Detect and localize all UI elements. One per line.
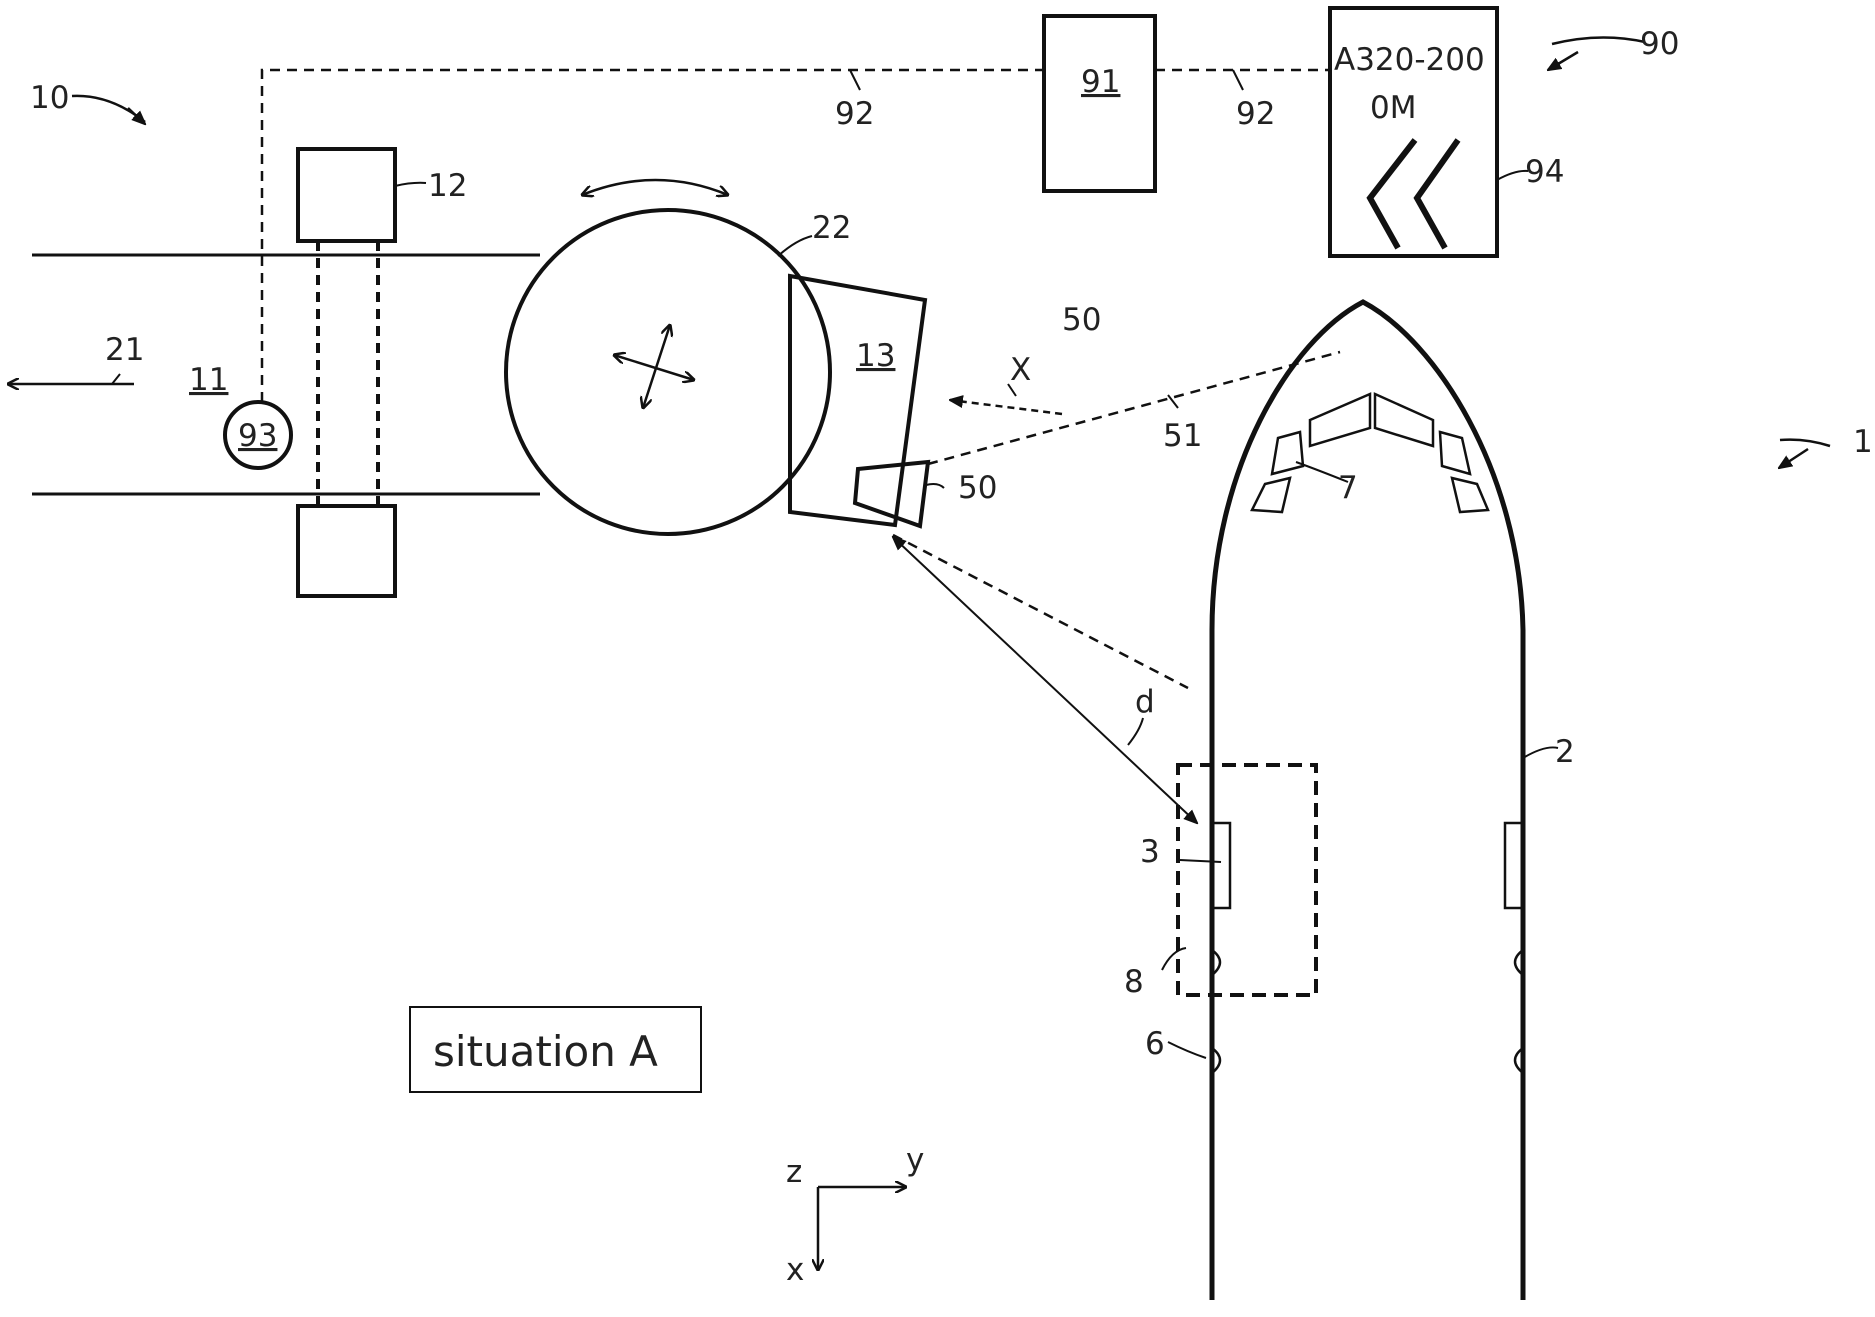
label-10: 10 <box>30 80 69 116</box>
label-12: 12 <box>428 168 467 204</box>
cockpit-window-center-left <box>1310 394 1370 446</box>
label-8: 8 <box>1124 964 1144 1000</box>
label-50-top: 50 <box>1062 302 1101 338</box>
label-d: d <box>1135 684 1155 720</box>
leader-2 <box>1523 747 1558 758</box>
label-3: 3 <box>1140 834 1160 870</box>
leader-6 <box>1168 1042 1206 1058</box>
leader-90-tail <box>1552 37 1645 44</box>
leader-21 <box>112 374 120 384</box>
label-93: 93 <box>238 418 277 454</box>
leader-1-tail <box>1780 440 1830 446</box>
label-11: 11 <box>189 362 228 398</box>
leader-10-tail <box>72 96 145 122</box>
door-right <box>1505 823 1522 908</box>
sensor-ray-lower <box>893 535 1188 688</box>
axis-y-label: y <box>906 1142 924 1178</box>
situation-label: situation A <box>433 1027 658 1076</box>
cockpit-window-left-2 <box>1252 478 1290 512</box>
aircraft <box>1162 302 1830 1300</box>
label-90: 90 <box>1640 26 1679 62</box>
leader-12 <box>395 183 426 186</box>
cockpit-window-right-2 <box>1452 478 1488 512</box>
boarding-bridge <box>8 149 928 596</box>
label-22: 22 <box>812 210 851 246</box>
label-1: 1 <box>1853 424 1873 460</box>
door-left <box>1213 823 1230 908</box>
leader-10-arrow <box>128 108 145 124</box>
label-51: 51 <box>1163 418 1202 454</box>
leader-d <box>1128 718 1143 745</box>
label-94: 94 <box>1525 154 1564 190</box>
axis-z-label: z <box>786 1154 802 1190</box>
fuselage-outline <box>1212 302 1523 1300</box>
direction-x-arrow <box>950 400 1062 414</box>
label-92-left: 92 <box>835 96 874 132</box>
leader-22 <box>778 236 812 256</box>
rotation-arrow <box>582 180 728 195</box>
cockpit-window-right-1 <box>1440 432 1470 474</box>
label-21: 21 <box>105 332 144 368</box>
leader-3 <box>1180 860 1221 862</box>
label-6: 6 <box>1145 1026 1165 1062</box>
label-92-right: 92 <box>1236 96 1275 132</box>
display-line-2: 0M <box>1370 90 1416 126</box>
support-column-bottom <box>298 506 395 596</box>
leader-90-arrow <box>1548 52 1578 70</box>
leader-92-right <box>1233 70 1243 90</box>
leader-92-left <box>850 70 860 90</box>
cockpit-window-left-1 <box>1272 432 1303 474</box>
sensor-unit <box>855 462 928 526</box>
support-column-top <box>298 149 395 241</box>
label-2: 2 <box>1555 734 1575 770</box>
distance-d-line <box>893 537 1197 823</box>
chevron-left-b-icon <box>1417 140 1458 248</box>
axes-indicator <box>818 1187 906 1270</box>
leader-8 <box>1162 948 1186 970</box>
leader-50-sensor <box>926 484 944 488</box>
label-x: X <box>1010 352 1031 388</box>
chevron-left-a-icon <box>1370 140 1415 248</box>
sensor-ray-51 <box>928 352 1340 464</box>
leader-94 <box>1497 171 1528 180</box>
label-50-sensor: 50 <box>958 470 997 506</box>
leader-1-arrow <box>1779 449 1808 468</box>
label-7: 7 <box>1338 470 1358 506</box>
label-13: 13 <box>856 338 895 374</box>
axis-x-label: x <box>786 1252 804 1288</box>
control-unit-91 <box>1044 16 1155 191</box>
door-zone-8 <box>1178 765 1316 995</box>
display-line-1: A320-200 <box>1334 42 1485 78</box>
label-91: 91 <box>1081 64 1120 100</box>
cockpit-window-center-right <box>1375 394 1433 446</box>
